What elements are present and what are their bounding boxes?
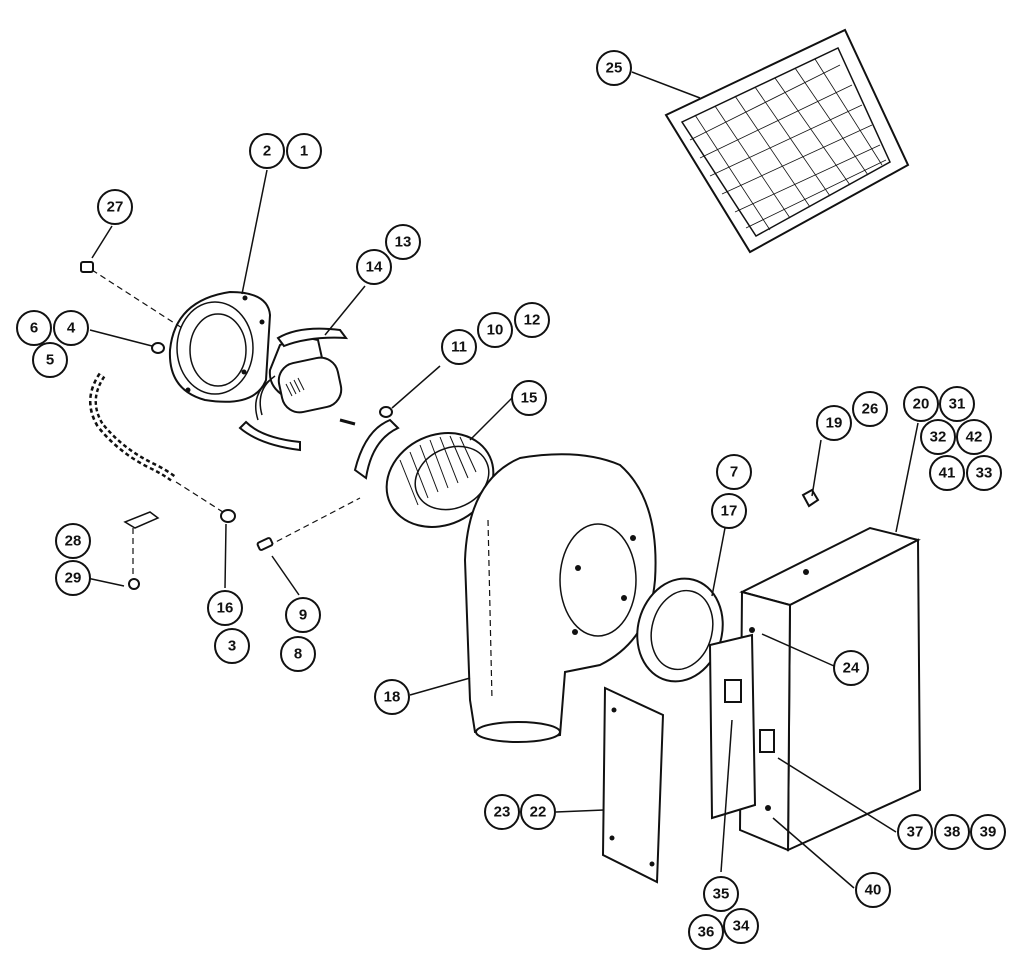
access-panel	[601, 686, 665, 884]
svg-text:36: 36	[698, 924, 715, 941]
ground-strap-28	[123, 511, 160, 590]
svg-text:28: 28	[65, 533, 82, 550]
svg-text:34: 34	[733, 918, 750, 935]
callout-3: 3	[214, 628, 250, 664]
callout-20: 20	[903, 386, 939, 422]
callout-5: 5	[32, 342, 68, 378]
callout-15: 15	[511, 380, 547, 416]
svg-text:5: 5	[46, 352, 54, 369]
svg-text:8: 8	[294, 646, 302, 663]
nut-27	[80, 261, 94, 273]
svg-text:32: 32	[930, 429, 947, 446]
connector-16	[220, 509, 236, 523]
svg-text:40: 40	[865, 882, 882, 899]
svg-text:22: 22	[530, 804, 547, 821]
svg-text:7: 7	[730, 464, 738, 481]
callout-14: 14	[356, 249, 392, 285]
callout-16: 16	[207, 590, 243, 626]
svg-text:14: 14	[366, 259, 383, 276]
svg-text:13: 13	[395, 234, 412, 251]
callout-23: 23	[484, 794, 520, 830]
callout-12: 12	[514, 302, 550, 338]
callout-1: 1	[286, 133, 322, 169]
callout-40: 40	[855, 872, 891, 908]
blower-wheel	[353, 406, 495, 528]
svg-text:4: 4	[67, 320, 76, 337]
callout-41: 41	[929, 455, 965, 491]
svg-text:31: 31	[949, 396, 966, 413]
callout-28: 28	[55, 523, 91, 559]
callout-31: 31	[939, 386, 975, 422]
control-box	[708, 526, 922, 852]
callout-32: 32	[920, 419, 956, 455]
callout-33: 33	[966, 455, 1002, 491]
callout-36: 36	[688, 914, 724, 950]
callout-4: 4	[53, 310, 89, 346]
callout-8: 8	[280, 636, 316, 672]
blower-housing	[463, 453, 657, 743]
svg-text:26: 26	[862, 401, 879, 418]
svg-text:38: 38	[944, 824, 961, 841]
callout-34: 34	[723, 908, 759, 944]
svg-text:17: 17	[721, 503, 738, 520]
svg-text:10: 10	[487, 322, 504, 339]
svg-text:19: 19	[826, 415, 843, 432]
callout-24: 24	[833, 650, 869, 686]
svg-text:39: 39	[980, 824, 997, 841]
callout-11: 11	[441, 329, 477, 365]
callout-9: 9	[285, 597, 321, 633]
clip-19	[801, 488, 820, 508]
leader-lines	[86, 71, 919, 889]
callout-18: 18	[374, 679, 410, 715]
svg-text:33: 33	[976, 465, 993, 482]
svg-text:3: 3	[228, 638, 236, 655]
callout-38: 38	[934, 814, 970, 850]
svg-text:42: 42	[966, 429, 983, 446]
svg-text:25: 25	[606, 60, 623, 77]
svg-text:37: 37	[907, 824, 924, 841]
svg-text:41: 41	[939, 465, 956, 482]
svg-text:12: 12	[524, 312, 541, 329]
svg-text:18: 18	[384, 689, 401, 706]
screw-4	[151, 342, 165, 354]
callout-19: 19	[816, 405, 852, 441]
filter-part	[664, 28, 910, 254]
inlet-ring	[636, 577, 724, 683]
svg-text:11: 11	[451, 339, 467, 356]
svg-text:24: 24	[843, 660, 860, 677]
svg-text:6: 6	[30, 320, 38, 337]
callout-42: 42	[956, 419, 992, 455]
svg-text:23: 23	[494, 804, 511, 821]
callout-6: 6	[16, 310, 52, 346]
screw-9	[256, 537, 274, 551]
svg-text:2: 2	[263, 143, 271, 160]
callout-17: 17	[711, 493, 747, 529]
callout-27: 27	[97, 189, 133, 225]
callout-2: 2	[249, 133, 285, 169]
svg-text:1: 1	[300, 143, 308, 160]
callout-26: 26	[852, 391, 888, 427]
svg-text:29: 29	[65, 570, 82, 587]
callout-25: 25	[596, 50, 632, 86]
callout-22: 22	[520, 794, 556, 830]
svg-text:27: 27	[107, 199, 124, 216]
callout-10: 10	[477, 312, 513, 348]
callout-29: 29	[55, 560, 91, 596]
svg-text:20: 20	[913, 396, 930, 413]
motor-mount-plate	[168, 290, 272, 403]
svg-text:35: 35	[713, 886, 730, 903]
callout-37: 37	[897, 814, 933, 850]
svg-text:16: 16	[217, 600, 234, 617]
wire-harness	[89, 372, 178, 484]
svg-text:15: 15	[521, 390, 538, 407]
motor-part	[238, 327, 356, 452]
callout-7: 7	[716, 454, 752, 490]
svg-text:9: 9	[299, 607, 307, 624]
callout-13: 13	[385, 224, 421, 260]
callout-39: 39	[970, 814, 1006, 850]
callout-35: 35	[703, 876, 739, 912]
